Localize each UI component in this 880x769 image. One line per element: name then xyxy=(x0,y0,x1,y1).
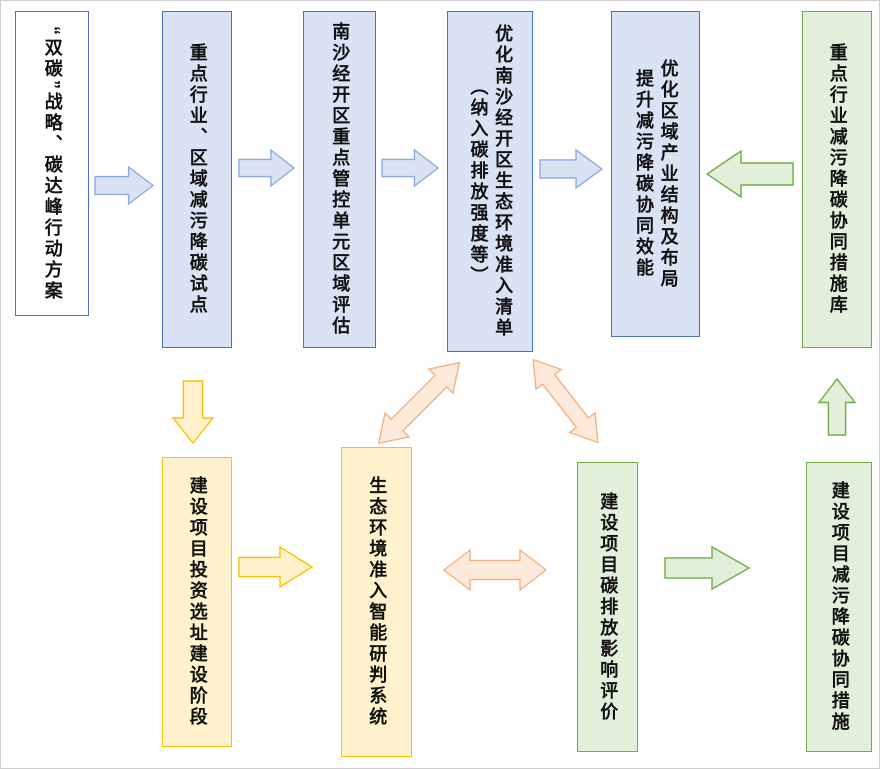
node-intelligent-judgment-system: 生态环境准入智能研判系统 xyxy=(341,447,412,757)
node-label: “双碳”战略、碳达峰行动方案 xyxy=(42,25,63,302)
flow-arrow-pilot-to-siting-icon xyxy=(171,380,215,445)
flow-arrow-system-assessment-bidirectional-icon xyxy=(442,548,548,592)
node-access-list-optimization: 优化南沙经开区生态环境准入清单 （纳入碳排放强度等） xyxy=(447,11,533,352)
flow-arrow-assessment-to-measures-icon xyxy=(664,545,751,591)
node-label: 南沙经开区重点管控单元区域评估 xyxy=(330,22,351,337)
node-label: 建设项目减污降碳协同措施 xyxy=(829,481,850,733)
node-label: 重点行业、区域减污降碳试点 xyxy=(187,43,208,316)
flow-arrow-access-list-assessment-bidirectional-icon xyxy=(532,358,599,444)
flow-arrow-assessment-to-access-list-icon xyxy=(381,148,440,188)
flow-arrow-system-access-list-bidirectional-icon xyxy=(377,361,461,445)
node-label-line1: 优化南沙经开区生态环境准入清单 xyxy=(493,24,514,339)
node-project-siting-stage: 建设项目投资选址建设阶段 xyxy=(162,457,232,747)
node-label: 优化区域产业结构及布局 提升减污降碳协同效能 xyxy=(629,59,681,290)
node-label-line2: 提升减污降碳协同效能 xyxy=(634,69,654,279)
node-synergy-measures: 建设项目减污降碳协同措施 xyxy=(806,462,872,752)
node-carbon-impact-assessment: 建设项目碳排放影响评价 xyxy=(577,462,638,752)
node-key-industry-pilot: 重点行业、区域减污降碳试点 xyxy=(162,11,232,348)
node-regional-assessment: 南沙经开区重点管控单元区域评估 xyxy=(303,11,376,348)
node-industrial-structure-optimization: 优化区域产业结构及布局 提升减污降碳协同效能 xyxy=(611,11,700,337)
node-label: 生态环境准入智能研判系统 xyxy=(367,476,388,728)
flow-arrow-siting-to-system-icon xyxy=(238,545,314,589)
flow-arrow-access-list-to-structure-icon xyxy=(539,148,604,190)
node-label: 建设项目碳排放影响评价 xyxy=(598,491,619,723)
node-label-line2: （纳入碳排放强度等） xyxy=(468,76,489,287)
node-label: 建设项目投资选址建设阶段 xyxy=(187,476,208,728)
flow-arrow-pilot-to-assessment-icon xyxy=(238,148,296,188)
node-label: 重点行业减污降碳协同措施库 xyxy=(827,43,848,316)
node-label: 优化南沙经开区生态环境准入清单 （纳入碳排放强度等） xyxy=(464,24,516,339)
node-dual-carbon-strategy: “双碳”战略、碳达峰行动方案 xyxy=(15,11,89,316)
flow-arrow-measures-to-library-icon xyxy=(817,377,857,436)
node-measures-library: 重点行业减污降碳协同措施库 xyxy=(802,11,872,348)
node-label-line1: 优化区域产业结构及布局 xyxy=(658,58,679,290)
flow-arrow-library-to-structure-icon xyxy=(705,149,794,199)
flow-arrow-strategy-to-pilot-icon xyxy=(94,165,155,206)
